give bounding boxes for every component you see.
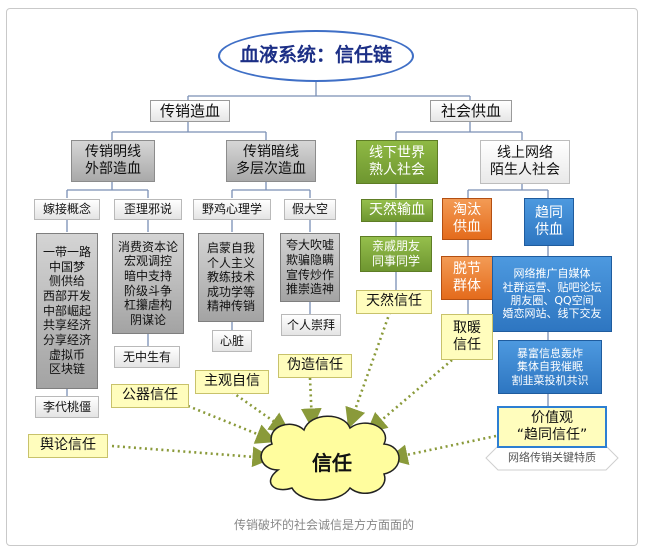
diagram-title: 血液系统：信任链	[218, 30, 414, 82]
category-mlm-hidden: 传销暗线 多层次造血	[226, 140, 316, 182]
trust-subjective-confidence: 主观自信	[195, 370, 269, 394]
list-distorted-theories: 消费资本论 宏观调控 暗中支持 阶级斗争 杠攥虐构 阴谋论	[112, 233, 184, 334]
right-branch-connector	[395, 120, 523, 140]
trust-value-convergence: 价值观 “趋同信任”	[497, 406, 607, 448]
sub-connectors	[66, 220, 549, 256]
arrow-value	[386, 434, 497, 465]
trust-cloud	[260, 415, 400, 501]
category-online-network: 线上网络 陌生人社会	[480, 140, 570, 184]
sub-graft-concept: 嫁接概念	[34, 199, 100, 220]
arrow-subjective	[231, 390, 291, 433]
leaf-heart: 心脏	[212, 330, 252, 352]
title-connector	[187, 80, 471, 100]
category-offline-world: 线下世界 熟人社会	[356, 140, 438, 184]
sub-pseudo-psychology: 野鸡心理学	[193, 199, 271, 220]
trust-forged: 伪造信任	[278, 354, 352, 378]
explicit-connector	[66, 180, 149, 198]
trust-warmth: 取暖 信任	[441, 314, 493, 360]
list-pseudo-psychology: 启蒙自我 个人主义 教练技术 成功学等 精神传销	[198, 233, 264, 322]
diagram-caption: 传销破坏的社会诚信是方方面面的	[233, 518, 414, 532]
sub-convergent-supply: 趋同 供血	[524, 198, 574, 246]
arrow-opinion	[111, 444, 274, 468]
trust-cloud-label: 信任	[312, 451, 352, 475]
list-empty-talk: 夸大吹嘘 欺骗隐瞒 宣传炒作 推崇造神	[280, 233, 340, 302]
sub-empty-talk: 假大空	[284, 199, 336, 220]
sub-distorted-theory: 歪理邪说	[114, 199, 182, 220]
sub-detached-group: 脱节 群体	[441, 256, 493, 300]
branch-social-blood: 社会供血	[430, 100, 512, 122]
list-network-channels: 网络推广自媒体 社群运营、贴吧论坛 朋友圈、QQ空间 婚恋网站、线下交友	[492, 256, 612, 332]
left-branch-connector	[111, 120, 267, 140]
network-key-trait-label: 网络传销关键特质	[508, 451, 596, 465]
arrow-public	[187, 404, 277, 444]
sub-natural-transfusion: 天然输血	[361, 199, 433, 222]
category-mlm-explicit: 传销明线 外部造血	[71, 140, 155, 182]
leaf-connectors	[66, 272, 549, 406]
list-grafted-concepts: 一带一路 中国梦 侧供给 西部开发 中部崛起 共享经济 分享经济 虚拟币 区块链	[36, 233, 98, 389]
hidden-connector	[231, 180, 311, 198]
arrow-natural	[345, 311, 392, 429]
arrow-warm	[366, 359, 453, 434]
trust-public-opinion: 舆论信任	[28, 434, 108, 458]
online-connector	[467, 182, 549, 198]
sub-eliminated-supply: 淘汰 供血	[442, 198, 492, 240]
leaf-personality-cult: 个人崇拜	[281, 314, 341, 336]
trust-natural: 天然信任	[356, 290, 432, 314]
branch-mlm-blood: 传销造血	[150, 100, 230, 122]
list-rich-info: 暴富信息轰炸 集体自我催眠 割韭菜投机共识	[498, 340, 602, 394]
leaf-fabrication: 无中生有	[114, 346, 180, 368]
arrow-forged	[300, 377, 322, 430]
list-relatives-colleagues: 亲戚朋友 同事同学	[360, 236, 432, 272]
leaf-scapegoat: 李代桃僵	[35, 396, 99, 418]
trust-public-institution: 公器信任	[111, 384, 189, 408]
